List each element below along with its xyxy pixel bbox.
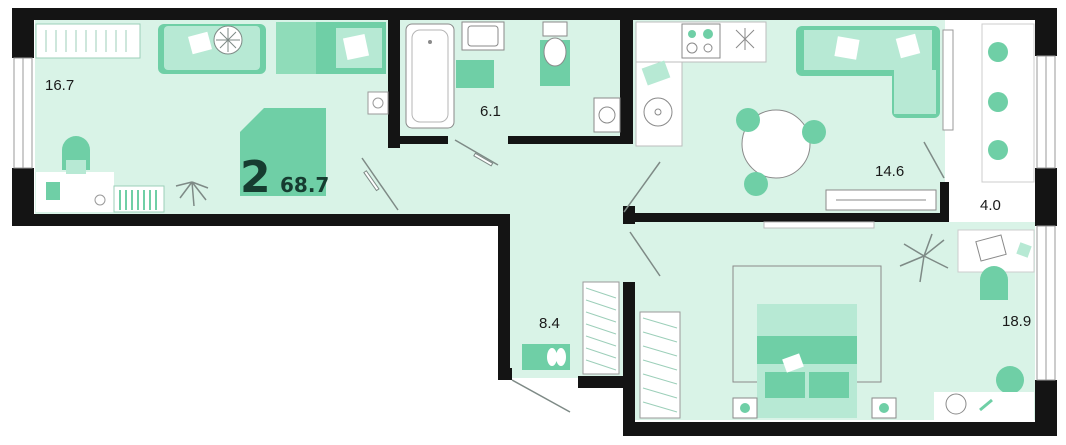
room-labels: 16.7 6.1 14.6 4.0 8.4 18.9	[45, 77, 1031, 332]
bedroom-area: 18.9	[1002, 313, 1031, 330]
washing-machine	[593, 97, 621, 133]
balcony-area: 4.0	[980, 197, 1001, 214]
bathroom-fixtures	[405, 21, 621, 167]
apartment-badge: 2 68.7	[240, 108, 329, 203]
total-area: 68.7	[280, 173, 329, 197]
hall-wardrobe	[582, 281, 620, 375]
room-count: 2	[240, 152, 271, 203]
kitchen-sink	[643, 97, 673, 127]
badge-background	[240, 108, 326, 196]
hallway-furniture	[511, 231, 661, 413]
wardrobe	[35, 23, 141, 59]
hallway-area: 8.4	[539, 315, 560, 332]
bath-mat	[456, 60, 494, 88]
kitchen-area: 14.6	[875, 163, 904, 180]
balcony-furniture	[981, 23, 1035, 183]
cooktop	[681, 23, 721, 59]
bedroom-furniture	[639, 221, 1035, 420]
windows	[13, 29, 1056, 381]
walls	[12, 8, 1057, 436]
hallway-floor	[390, 138, 633, 218]
bathroom-area: 6.1	[480, 103, 501, 120]
living-room-furniture	[35, 22, 399, 213]
bedroom-plant-icon	[899, 233, 949, 283]
living-room-area: 16.7	[45, 77, 74, 94]
kitchen-furniture	[623, 21, 945, 213]
floor-plant-icon	[175, 181, 209, 207]
dining-table	[741, 109, 811, 179]
toilet	[542, 21, 568, 37]
